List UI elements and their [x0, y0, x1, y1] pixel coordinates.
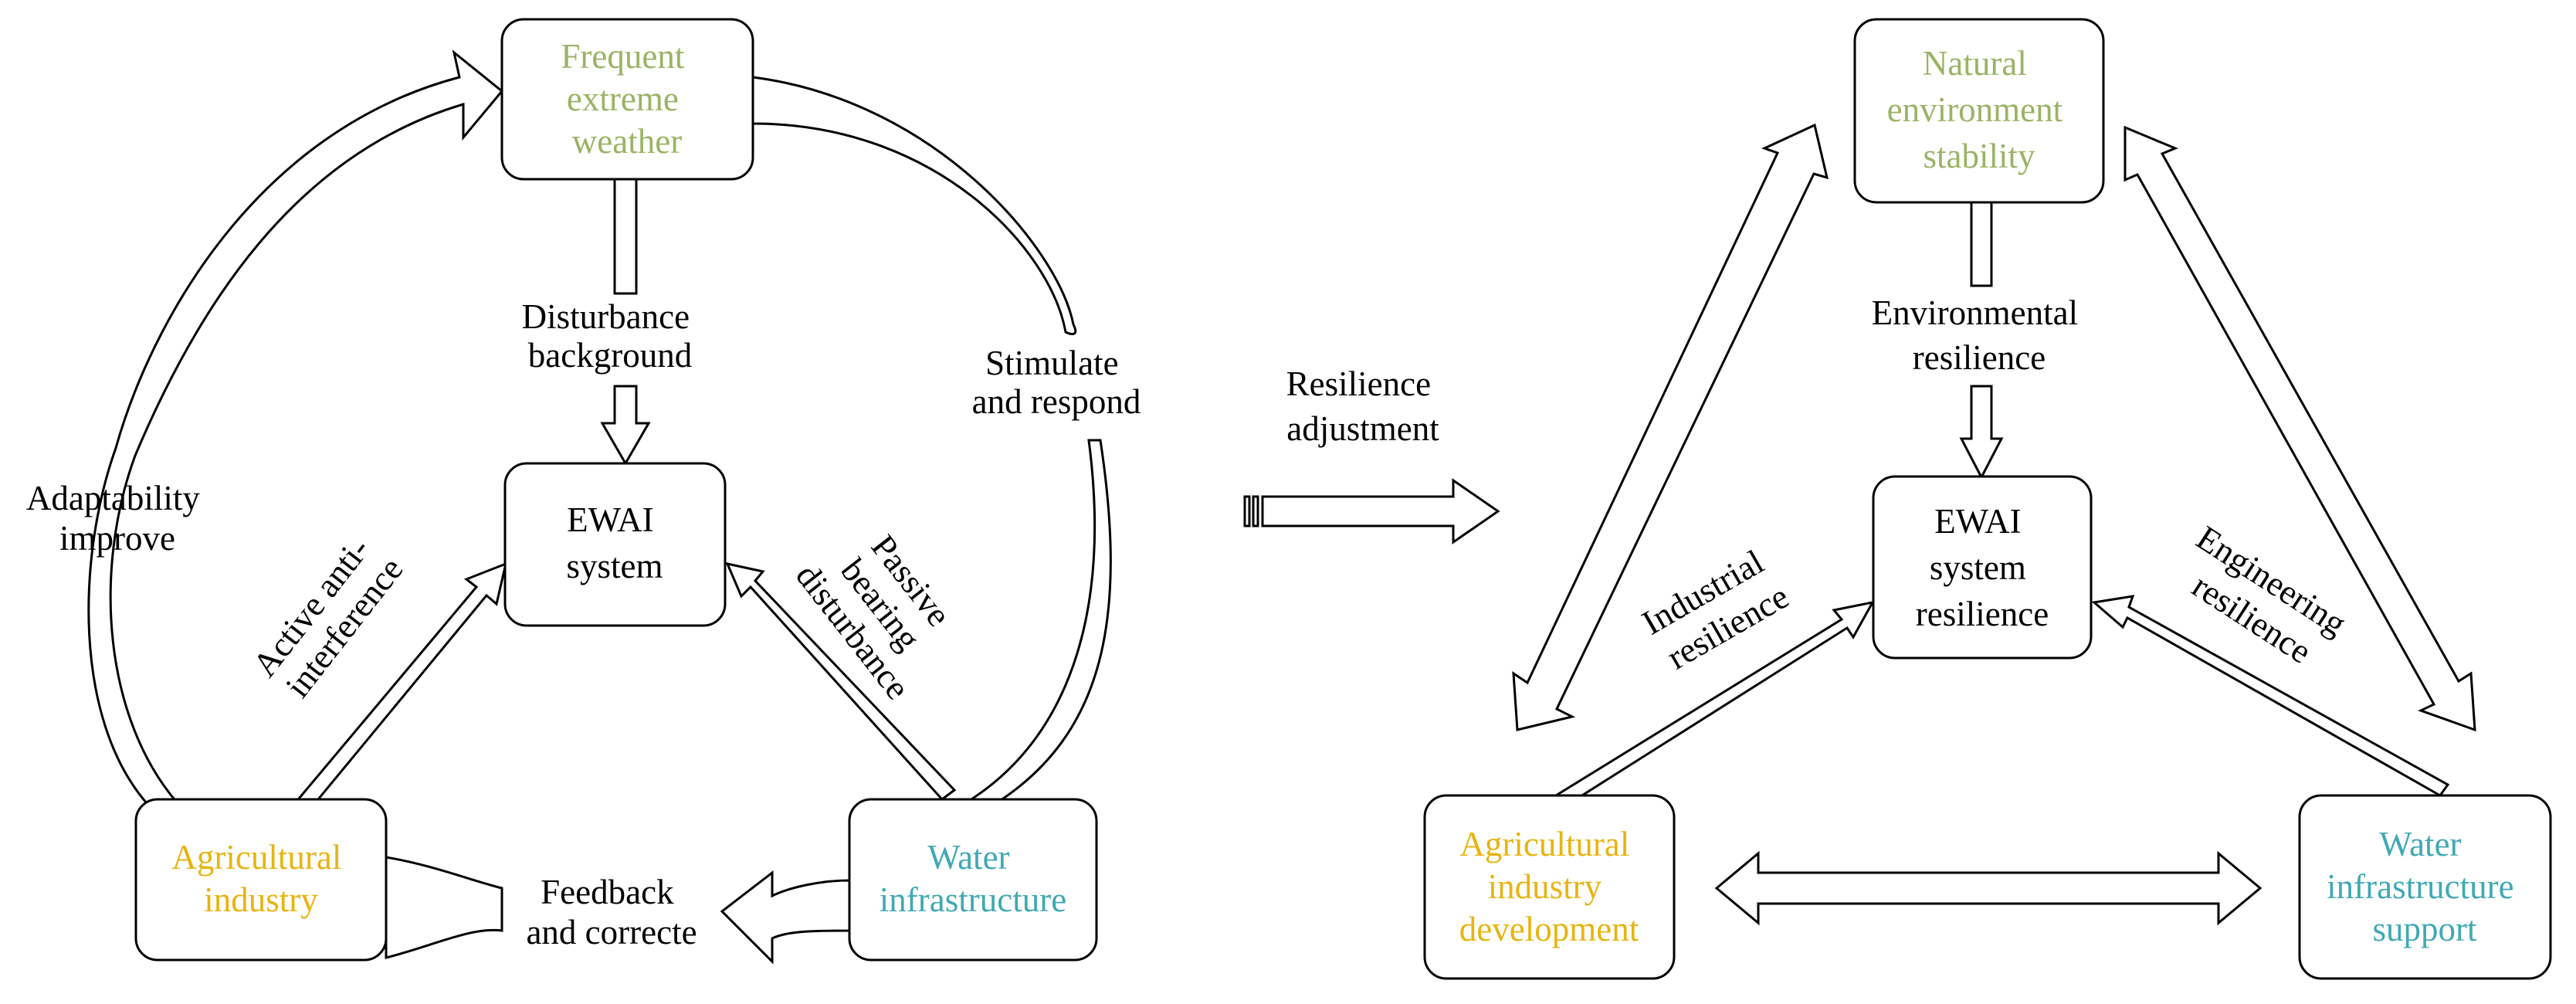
agricultural-development-box: [1423, 794, 1676, 980]
agricultural-development-label: Agricultural industry development: [1459, 825, 1639, 948]
weather-box-label: Frequent extreme weather: [561, 37, 693, 161]
natural-water-double-arrow: [2124, 125, 2476, 732]
environmental-resilience-label: Environmental resilience: [1872, 293, 2087, 377]
industrial-arrow: [1554, 600, 1875, 809]
resilience-arrow-tail-2: [1252, 495, 1259, 527]
disturbance-arrow-head: [600, 385, 651, 466]
environmental-arrow: [1970, 201, 1993, 287]
ewai-system-label: EWAI system: [566, 500, 663, 585]
feedback-arrow: [720, 870, 851, 965]
ewai-system-box: [503, 462, 727, 627]
agri-water-double-arrow: [1714, 850, 2262, 926]
natural-environment-box: [1853, 18, 2105, 204]
ewai-system-resilience-box: [1872, 475, 2093, 660]
passive-bearing-disturbance-label: Passive bearing disturbance: [788, 509, 978, 707]
industrial-resilience-label: Industrial resilience: [1635, 538, 1799, 679]
right-diagram: Natural environment stability EWAI syste…: [1423, 18, 2552, 980]
engineering-arrow: [2091, 595, 2450, 797]
active-interference-arrow: [293, 561, 508, 815]
natural-agri-double-arrow: [1512, 123, 1829, 731]
resilience-adjustment-label: Resilience adjustment: [1286, 365, 1440, 448]
stimulate-lower-arc: [961, 439, 1112, 805]
agricultural-industry-box: [134, 798, 388, 962]
environmental-arrow-head: [1959, 385, 2004, 480]
ewai-system-resilience-label: EWAI system resilience: [1916, 502, 2049, 633]
water-infrastructure-label: Water infrastructure: [880, 838, 1066, 919]
feedback-correcte-label: Feedback and correcte: [526, 873, 697, 951]
resilience-arrow-tail-1: [1243, 495, 1251, 527]
water-infrastructure-support-label: Water infrastructure support: [2327, 825, 2523, 948]
passive-disturbance-arrow: [725, 561, 957, 802]
resilience-adjustment-arrow: [1261, 478, 1500, 544]
left-diagram: Frequent extreme weather EWAI system Agr…: [26, 18, 1141, 965]
water-infrastructure-support-box: [2298, 794, 2552, 980]
resilience-adjustment: Resilience adjustment: [1243, 365, 1500, 544]
engineering-resilience-label: Engineering resilience: [2167, 518, 2361, 683]
weather-box: [500, 18, 754, 181]
disturbance-arrow: [613, 178, 638, 295]
stimulate-arc-arrow: [751, 76, 1077, 335]
active-anti-interference-label: Active anti- interference: [245, 524, 412, 708]
stimulate-respond-label: Stimulate and respond: [972, 344, 1141, 421]
agricultural-industry-label: Agricultural industry: [171, 838, 350, 919]
water-infrastructure-box: [848, 798, 1098, 962]
disturbance-background-label: Disturbance background: [522, 297, 699, 375]
feedback-return-band: [385, 856, 503, 959]
adaptability-improve-label: Adaptability improve: [26, 479, 208, 558]
natural-environment-label: Natural environment stability: [1887, 44, 2072, 175]
